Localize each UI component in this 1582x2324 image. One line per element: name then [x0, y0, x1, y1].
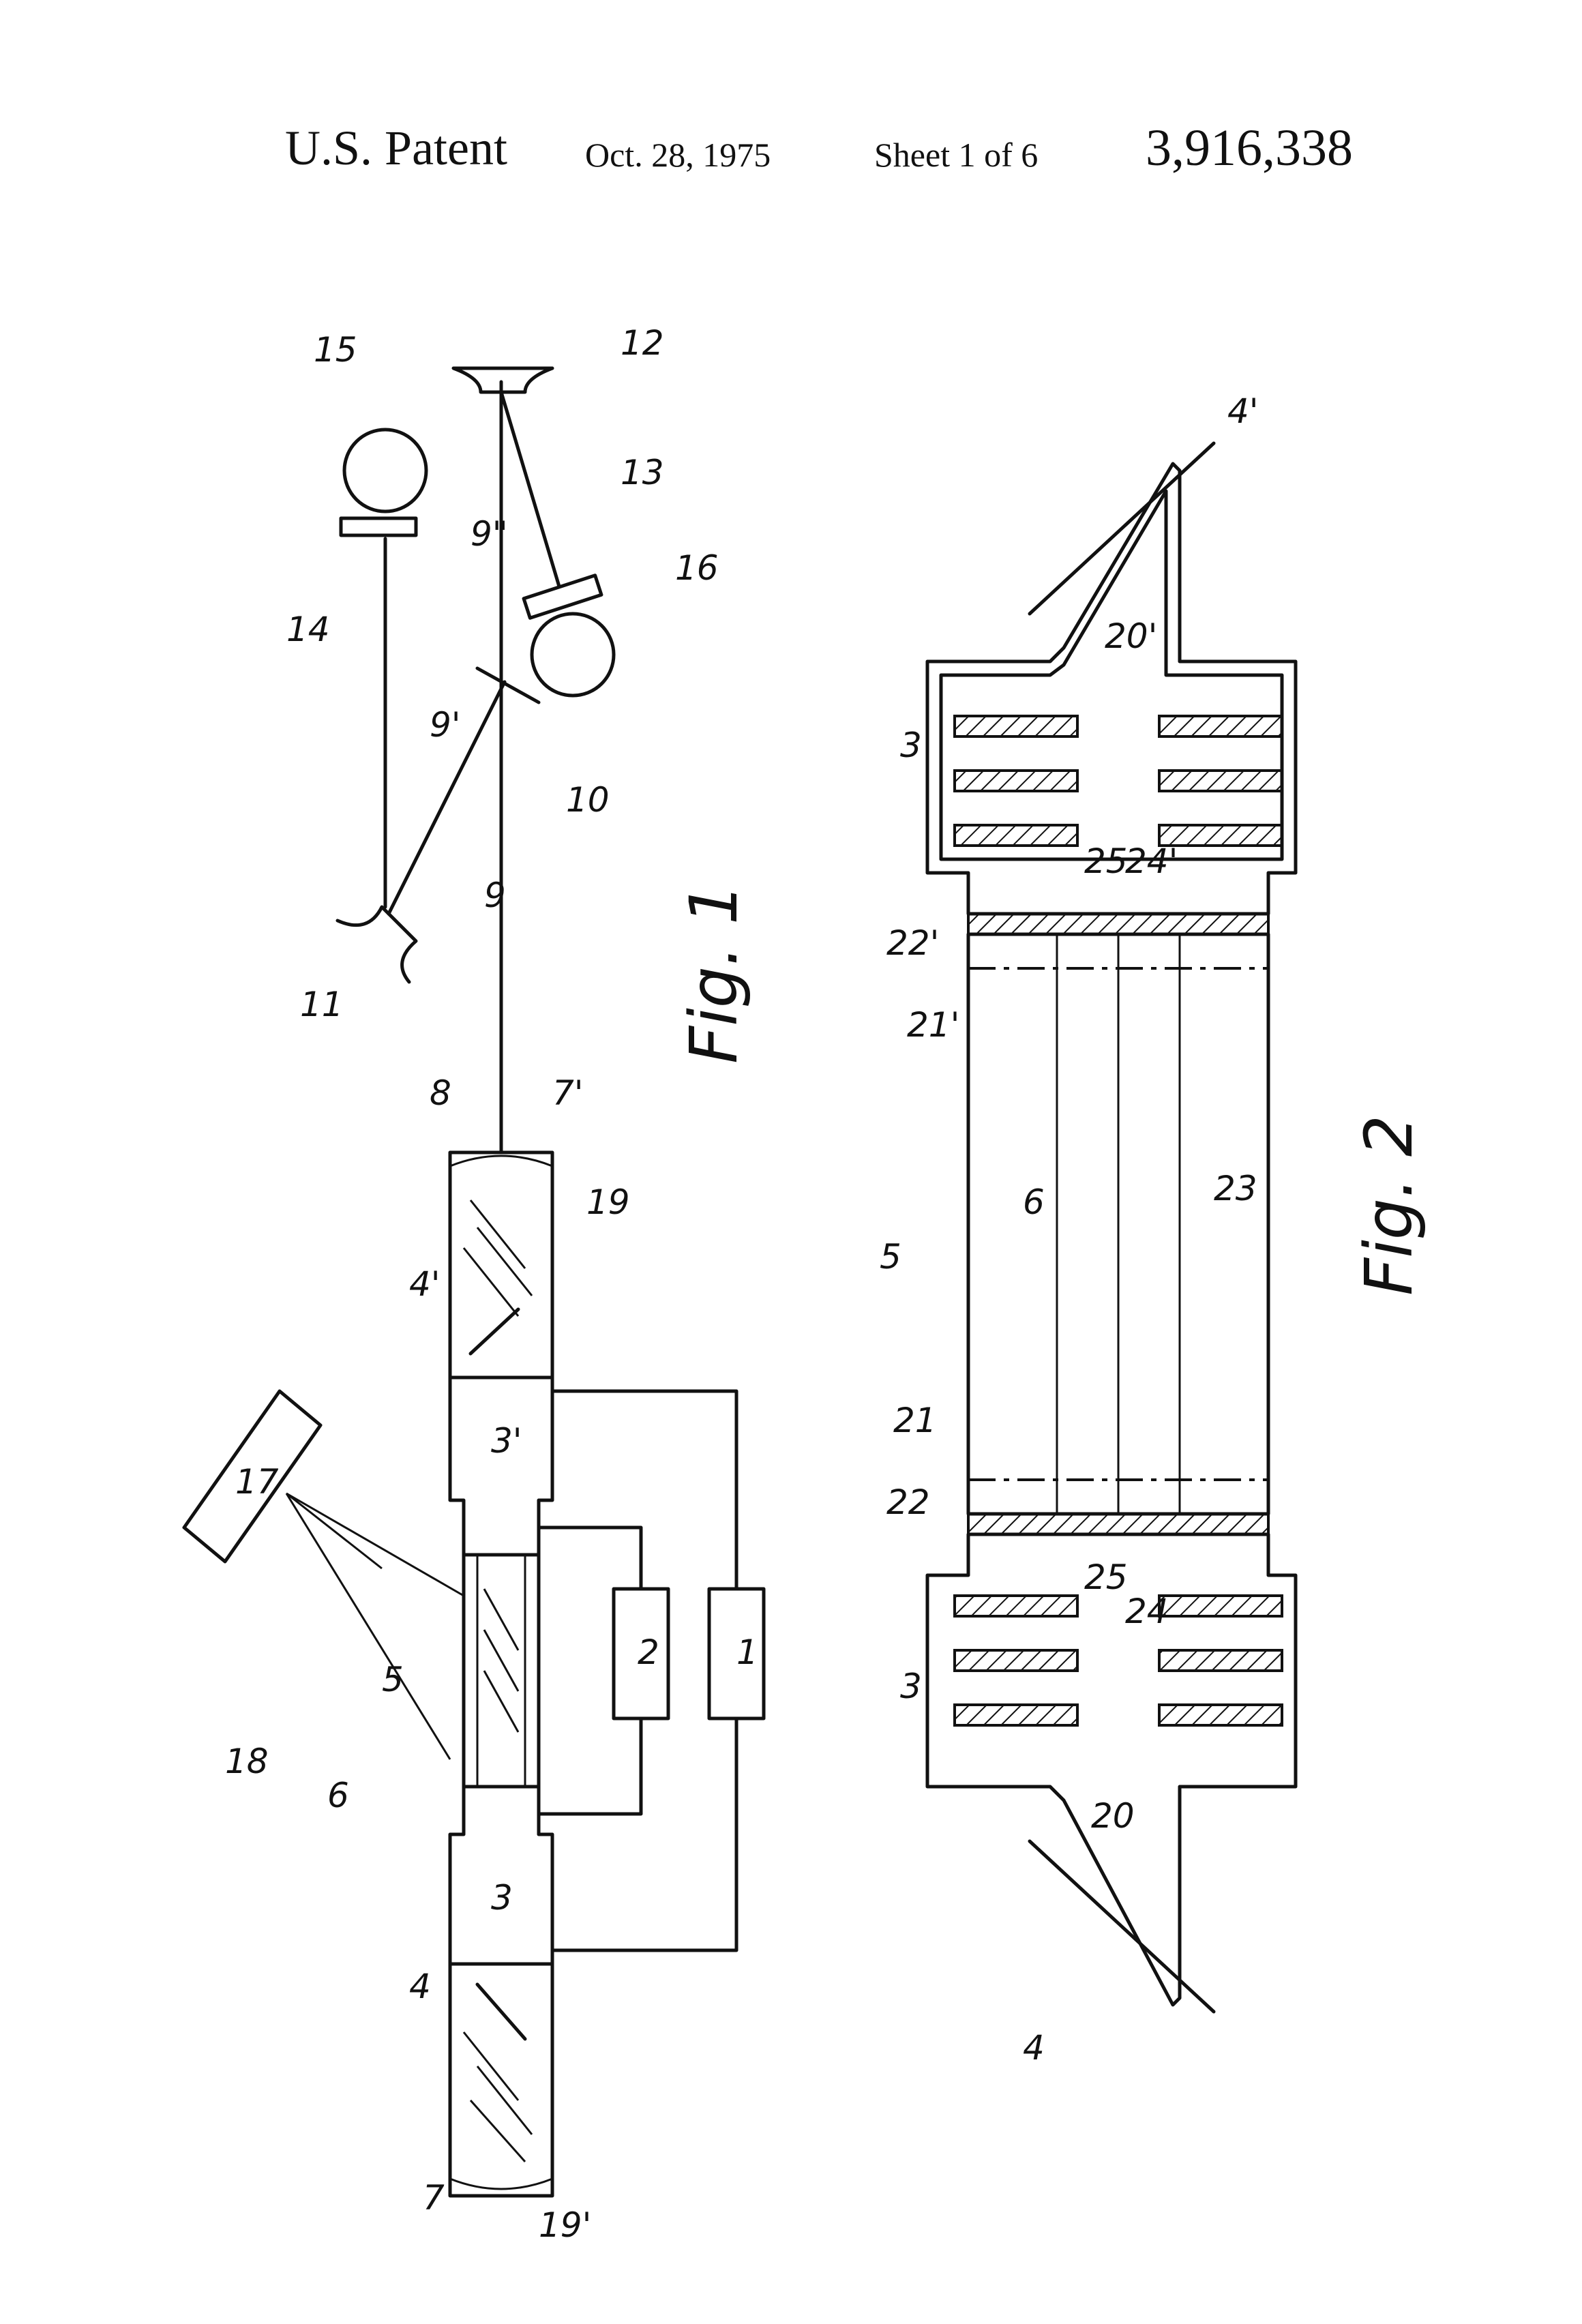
fig1-label-3p: 3' [491, 1421, 522, 1461]
fig1-label-8: 8 [430, 1073, 451, 1113]
fig1-label-3: 3 [491, 1878, 513, 1918]
fig1-caption: Fig. 1 [676, 883, 752, 1064]
fig1-label-10: 10 [566, 780, 610, 820]
fig2-label-20: 20 [1091, 1796, 1135, 1836]
fig1-label-14: 14 [286, 610, 330, 649]
fig1-label-12: 12 [621, 323, 664, 363]
fig1-label-1: 1 [736, 1633, 758, 1672]
fig1-tube [450, 1152, 552, 2196]
fig1-label-19p: 19' [539, 2205, 591, 2245]
fig2-label-23: 23 [1214, 1169, 1257, 1208]
figure-1: 1 2 3 3' 4 4' 5 6 7 7' 8 9 9' 9" 10 11 1… [184, 323, 764, 2245]
fig1-label-13: 13 [621, 453, 664, 492]
fig1-label-18: 18 [225, 1742, 269, 1781]
fig1-label-4p: 4' [409, 1264, 441, 1304]
fig2-label-25-bottom: 25 [1084, 1558, 1128, 1597]
fig2-label-24: 24 [1125, 1592, 1169, 1631]
fig1-label-11: 11 [300, 985, 344, 1024]
fig2-label-20p: 20' [1105, 616, 1157, 656]
fig1-label-6: 6 [327, 1776, 349, 1815]
fig2-label-25-top: 25 [1084, 841, 1128, 881]
fig2-label-3-bottom: 3 [900, 1667, 922, 1706]
fig2-label-21p: 21' [907, 1005, 959, 1045]
fig2-label-21: 21 [893, 1401, 937, 1440]
fig1-label-19: 19 [586, 1182, 630, 1222]
fig1-label-4: 4 [409, 1967, 431, 2006]
fig1-label-9: 9 [484, 876, 506, 915]
fig2-label-24p: 24' [1125, 841, 1178, 881]
fig1-label-16: 16 [675, 548, 719, 588]
fig2-label-6: 6 [1023, 1182, 1045, 1222]
fig1-label-2: 2 [638, 1633, 659, 1672]
fig1-label-7: 7 [423, 2178, 445, 2218]
fig2-caption: Fig. 2 [1351, 1115, 1427, 1296]
figure-2: 3 3 4 4' 5 6 20 20' 21 21' 22 22' 23 24 … [880, 391, 1427, 2068]
fig1-label-15: 15 [314, 330, 357, 370]
fig1-box-17 [184, 1391, 464, 1759]
fig2-label-4p: 4' [1227, 391, 1259, 431]
fig1-optics [338, 368, 614, 1152]
fig1-label-7p: 7' [552, 1073, 584, 1113]
fig1-label-9p: 9' [430, 705, 461, 745]
fig2-label-22: 22 [886, 1483, 930, 1522]
fig2-label-3-top: 3 [900, 726, 922, 765]
fig1-label-9pp: 9" [471, 514, 508, 554]
fig2-label-22p: 22' [886, 923, 939, 963]
fig2-label-5: 5 [880, 1237, 901, 1277]
fig2-label-4: 4 [1023, 2028, 1045, 2068]
fig1-label-17: 17 [235, 1462, 279, 1502]
fig1-label-5: 5 [382, 1660, 404, 1699]
